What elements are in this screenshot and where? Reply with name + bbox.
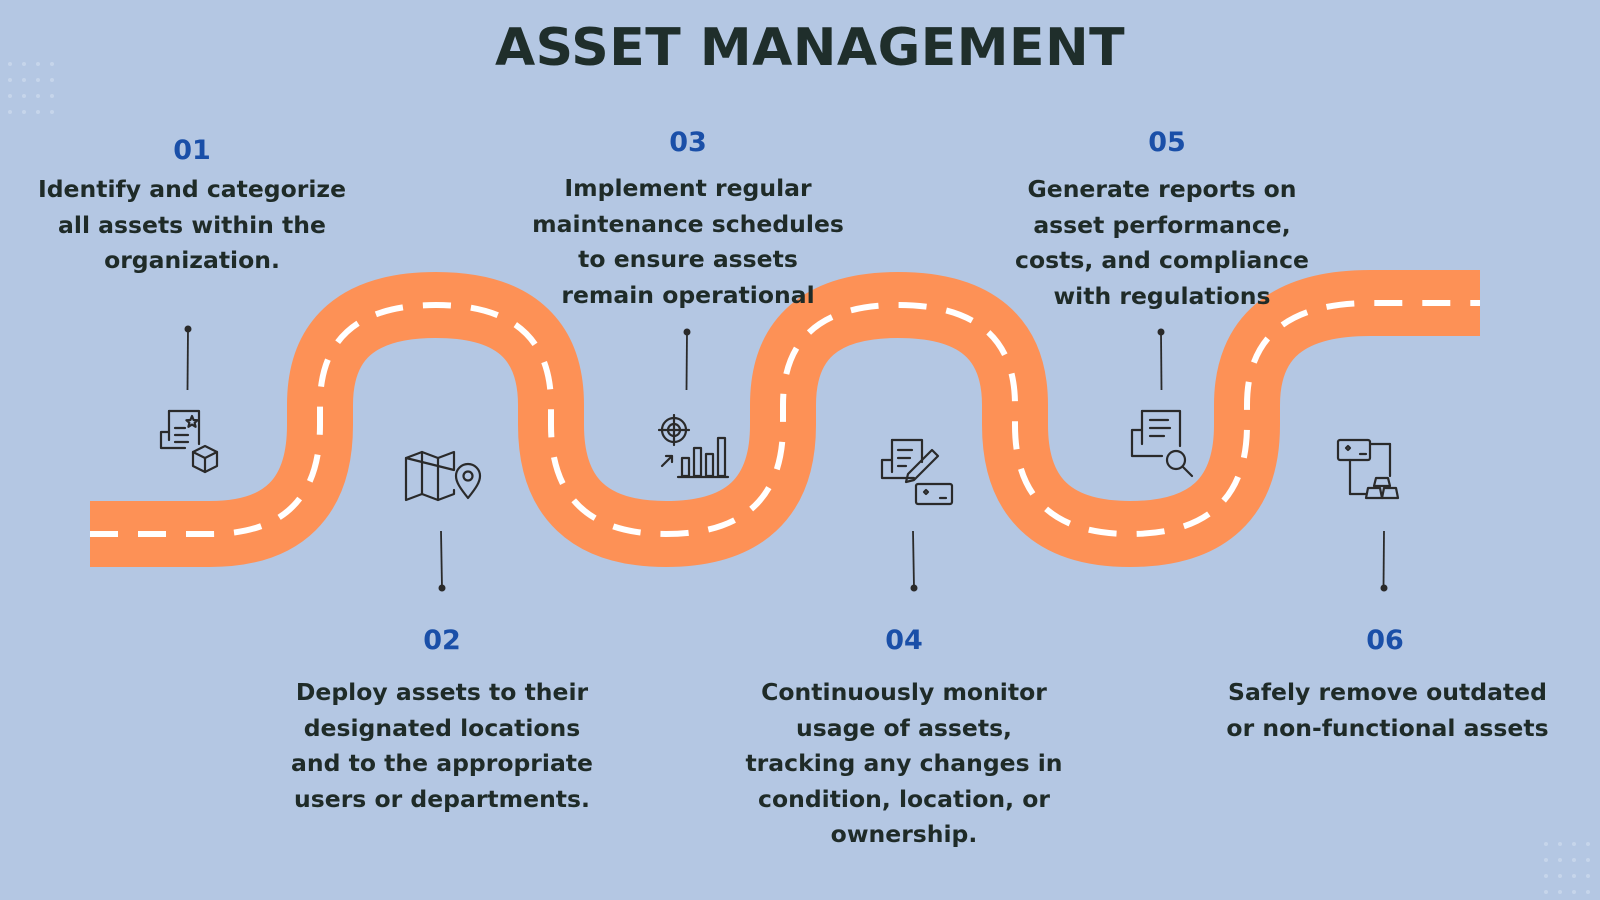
- step-05-number: 05: [1148, 127, 1186, 158]
- step-04-text: Continuously monitor usage of assets, tr…: [745, 678, 1063, 848]
- asset-flow-icon: [1336, 438, 1400, 500]
- step-01-connector: [184, 325, 192, 391]
- catalog-box-icon: [159, 409, 219, 474]
- map-location-icon: [404, 450, 482, 502]
- target-chart-icon: [658, 414, 730, 479]
- step-03-connector: [683, 328, 691, 391]
- step-02-number: 02: [423, 625, 461, 656]
- step-01-text: Identify and categorize all assets withi…: [37, 175, 347, 274]
- decorative-dots-top-left: [8, 62, 54, 114]
- step-02-text: Deploy assets to their designated locati…: [291, 678, 593, 813]
- document-edit-icon: [880, 438, 954, 506]
- step-05-connector: [1157, 328, 1165, 391]
- decorative-dots-bottom-right: [1544, 842, 1590, 894]
- step-04-number: 04: [885, 625, 923, 656]
- step-03-text: Implement regular maintenance schedules …: [532, 174, 844, 309]
- step-03-number: 03: [669, 127, 707, 158]
- step-06-connector: [1380, 530, 1388, 592]
- report-search-icon: [1130, 409, 1194, 478]
- step-01-number: 01: [173, 135, 211, 166]
- step-05-text: Generate reports on asset performance, c…: [1015, 175, 1309, 310]
- page-title: ASSET MANAGEMENT: [494, 18, 1126, 78]
- step-06-number: 06: [1366, 625, 1404, 656]
- step-02-connector: [438, 530, 446, 592]
- step-06-text: Safely remove outdated or non-functional…: [1226, 678, 1549, 742]
- step-04-connector: [910, 530, 918, 592]
